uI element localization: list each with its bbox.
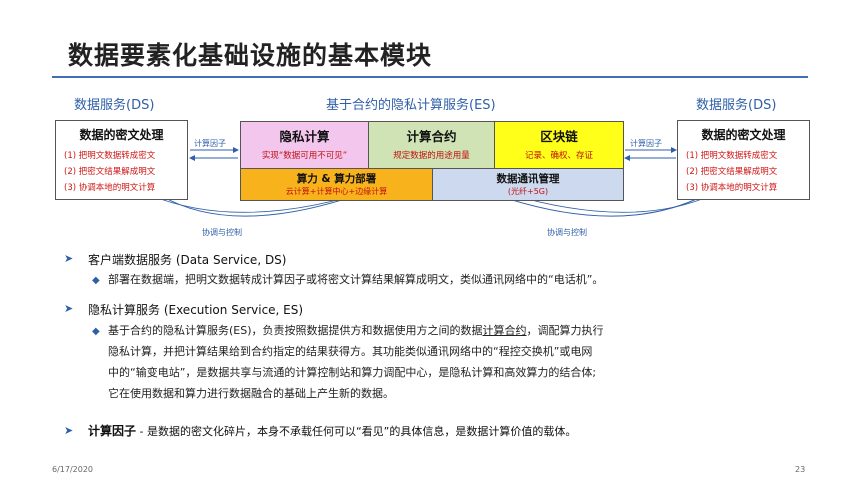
right-arrow-label: 计算因子 [630,139,662,148]
bullet-es-line-4: 它在使用数据和算力进行数据融合的基础上产生新的数据。 [108,387,394,400]
right-box-line-3: (3) 协调本地的明文计算 [686,183,778,193]
triangle-bullet-icon: ➤ [64,302,74,315]
module-data-comm: 数据通讯管理 (光纤+5G) [433,169,623,200]
es-top-row: 隐私计算 实现“数据可用不可见” 计算合约 规定数据的用途用量 区块链 记录、确… [241,122,623,169]
page-title: 数据要素化基础设施的基本模块 [68,41,433,70]
module-blockchain-sub: 记录、确权、存证 [524,151,593,161]
bullet-es-line-3: 中的“输变电站”，是数据共享与流通的计算控制站和算力调配中心，是隐私计算和高效算… [108,366,597,379]
module-privacy-sub: 实现“数据可用不可见” [261,151,348,161]
right-ds-box: 数据的密文处理 (1) 把明文数据转成密文 (2) 把密文结果解成明文 (3) … [677,120,810,200]
module-comm-heading: 数据通讯管理 [496,173,560,185]
es-bottom-row: 算力 & 算力部署 云计算+计算中心+边缘计算 数据通讯管理 (光纤+5G) [241,169,623,200]
diamond-bullet-icon: ◆ [92,326,100,337]
left-box-heading: 数据的密文处理 [79,128,164,142]
module-blockchain-heading: 区块链 [540,129,578,144]
es-block: 隐私计算 实现“数据可用不可见” 计算合约 规定数据的用途用量 区块链 记录、确… [240,121,624,201]
left-ds-box: 数据的密文处理 (1) 把明文数据转成密文 (2) 把密文结果解成明文 (3) … [55,120,188,200]
module-blockchain: 区块链 记录、确权、存证 [495,122,623,168]
bullet-factor-heading: 计算因子 [88,424,137,438]
module-compute-contract: 计算合约 规定数据的用途用量 [369,122,495,168]
footer-date: 6/17/2020 [52,465,94,474]
module-compute-deploy: 算力 & 算力部署 云计算+计算中心+边缘计算 [241,169,433,200]
diamond-bullet-icon: ◆ [92,275,100,286]
module-comm-sub: (光纤+5G) [507,187,549,196]
right-section-label: 数据服务(DS) [696,98,777,113]
bullet-es-heading: 隐私计算服务 (Execution Service, ES) [88,303,304,317]
triangle-bullet-icon: ➤ [64,424,74,437]
left-box-line-3: (3) 协调本地的明文计算 [64,183,156,193]
right-box-line-1: (1) 把明文数据转成密文 [686,151,778,161]
bullet-factor-text: - 是数据的密文化碎片，本身不承载任何可以“看见”的具体信息，是数据计算价值的载… [136,425,577,438]
page-number: 23 [795,465,806,474]
left-box-line-1: (1) 把明文数据转成密文 [64,151,156,161]
module-privacy-computing: 隐私计算 实现“数据可用不可见” [241,122,369,168]
triangle-bullet-icon: ➤ [64,252,74,265]
left-box-line-2: (2) 把密文结果解成明文 [64,167,156,177]
left-arrow-label: 计算因子 [194,139,226,148]
bullet-es-line-2: 隐私计算，并把计算结果给到合约指定的结果获得方。其功能类似通讯网络中的“程控交换… [108,345,593,358]
module-deploy-heading: 算力 & 算力部署 [296,173,377,185]
bullet-factor: 计算因子 - 是数据的密文化碎片，本身不承载任何可以“看见”的具体信息，是数据计… [88,422,576,439]
right-box-line-2: (2) 把密文结果解成明文 [686,167,778,177]
title-divider [52,76,808,78]
left-control-label: 协调与控制 [202,228,242,237]
right-control-label: 协调与控制 [547,228,587,237]
module-contract-heading: 计算合约 [406,129,457,144]
bullet-es-line-1: 基于合约的隐私计算服务(ES)，负责按照数据提供方和数据使用方之间的数据计算合约… [108,324,604,337]
bullet-ds-heading: 客户端数据服务 (Data Service, DS) [88,253,287,267]
left-section-label: 数据服务(DS) [74,98,155,113]
module-deploy-sub: 云计算+计算中心+边缘计算 [285,187,388,196]
module-privacy-heading: 隐私计算 [279,129,330,144]
right-box-heading: 数据的密文处理 [701,128,786,142]
center-section-label: 基于合约的隐私计算服务(ES) [326,98,496,113]
bullet-ds-text: 部署在数据端，把明文数据转成计算因子或将密文计算结果解算成明文，类似通讯网络中的… [108,273,604,286]
module-contract-sub: 规定数据的用途用量 [393,151,470,161]
compute-contract-term: 计算合约 [482,324,527,337]
